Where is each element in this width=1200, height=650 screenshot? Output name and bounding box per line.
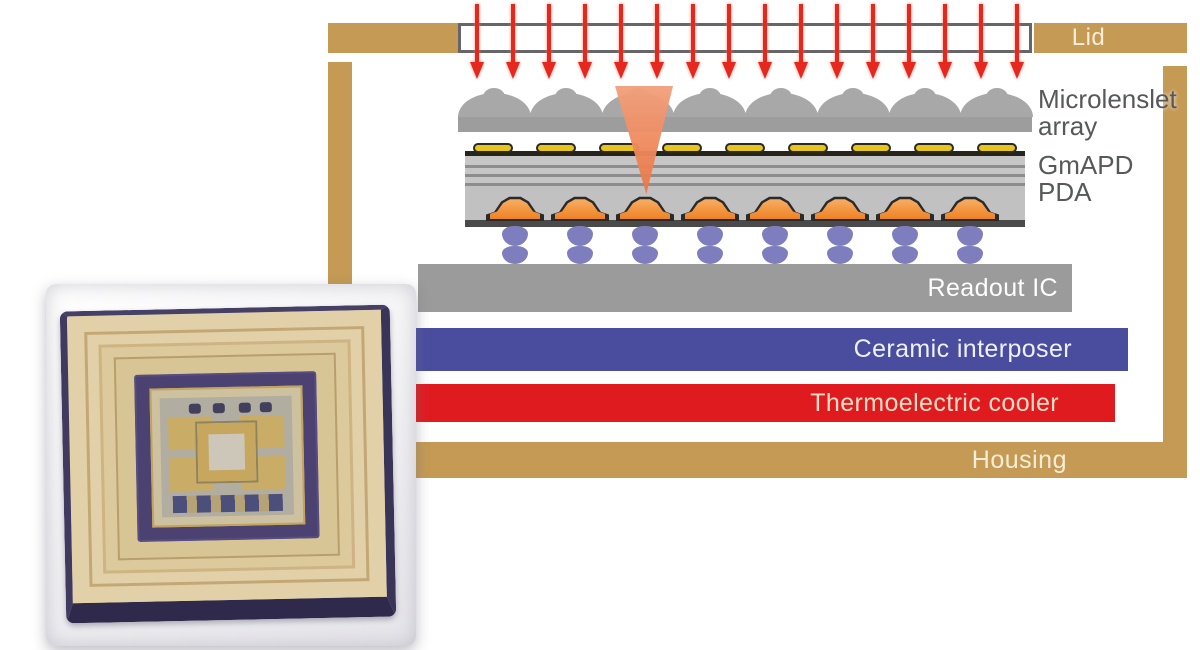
light-arrow xyxy=(902,4,916,84)
housing-label: Housing xyxy=(971,445,1067,474)
die-bond-pad-row xyxy=(172,493,284,513)
apd-mesa xyxy=(486,194,544,221)
light-arrow xyxy=(1010,4,1024,84)
light-arrow xyxy=(722,4,736,84)
indium-bump xyxy=(567,246,593,264)
contact-pad xyxy=(662,143,702,153)
lid-bar-right: Lid xyxy=(1034,23,1187,53)
indium-bump xyxy=(957,226,983,246)
lid-bar-left xyxy=(328,23,458,53)
light-arrow xyxy=(506,4,520,84)
light-arrow xyxy=(866,4,880,84)
ceramic-package xyxy=(59,304,397,624)
package-inner-frame xyxy=(134,371,320,542)
apd-mesa xyxy=(811,194,869,221)
light-arrow xyxy=(794,4,808,84)
apd-mesa xyxy=(941,194,999,221)
contact-pad xyxy=(977,143,1017,153)
contact-pad xyxy=(851,143,891,153)
contact-pad-row xyxy=(465,143,1025,154)
light-arrow xyxy=(758,4,772,84)
gmapd-pda-label: GmAPD PDA xyxy=(1038,150,1134,207)
thermoelectric-cooler-bar: Thermoelectric cooler xyxy=(402,384,1115,422)
pda-top-contact-line xyxy=(465,151,1025,156)
lid-label: Lid xyxy=(1071,24,1106,51)
indium-bump xyxy=(892,226,918,246)
indium-bump xyxy=(762,246,788,264)
indium-bump xyxy=(827,226,853,246)
pda-bottom-line xyxy=(465,220,1025,227)
housing-base-bar: Housing xyxy=(395,442,1187,478)
indium-bump xyxy=(632,226,658,246)
indium-bump xyxy=(502,246,528,264)
readout-ic-label: Readout IC xyxy=(927,273,1058,302)
die-feature-dot xyxy=(238,402,252,413)
lid-window xyxy=(458,23,1032,53)
light-arrow xyxy=(974,4,988,84)
apd-mesa xyxy=(681,194,739,221)
fpa-die xyxy=(160,395,294,518)
indium-bump xyxy=(502,226,528,246)
die-feature-dot xyxy=(189,403,202,414)
contact-pad xyxy=(725,143,765,153)
gmapd-pda-body xyxy=(465,156,1025,220)
apd-mesa xyxy=(616,194,674,221)
apd-mesa xyxy=(876,194,934,221)
indium-bump-rows xyxy=(0,0,1200,280)
indium-bump xyxy=(632,246,658,264)
microlenslet-array-label: Microlenslet array xyxy=(1038,84,1177,141)
indium-bump xyxy=(827,246,853,264)
light-arrow xyxy=(470,4,484,84)
package-cavity xyxy=(148,385,305,529)
light-arrow xyxy=(650,4,664,84)
light-arrow xyxy=(542,4,556,84)
apd-mesa-row xyxy=(0,0,1200,230)
readout-ic-bar: Readout IC xyxy=(418,264,1072,312)
contact-pad xyxy=(788,143,828,153)
indium-bump xyxy=(957,246,983,264)
contact-pad xyxy=(914,143,954,153)
contact-pad xyxy=(536,143,576,153)
ceramic-interposer-bar: Ceramic interposer xyxy=(395,328,1128,371)
apd-mesa xyxy=(551,194,609,221)
thermoelectric-cooler-label: Thermoelectric cooler xyxy=(810,388,1059,417)
ceramic-interposer-label: Ceramic interposer xyxy=(853,335,1072,363)
die-feature-dot xyxy=(259,401,272,413)
apd-mesa xyxy=(746,194,804,221)
indium-bump xyxy=(567,226,593,246)
light-arrow xyxy=(578,4,592,84)
light-arrow xyxy=(830,4,844,84)
microlens-substrate xyxy=(458,116,1032,132)
incident-light-arrows xyxy=(0,0,1200,100)
die-feature-dot xyxy=(212,402,225,413)
light-arrow xyxy=(686,4,700,84)
light-arrow xyxy=(614,4,628,84)
indium-bump xyxy=(762,226,788,246)
chip-package-photo xyxy=(46,284,416,646)
light-arrow xyxy=(938,4,952,84)
contact-pad xyxy=(473,143,513,153)
indium-bump xyxy=(892,246,918,264)
indium-bump xyxy=(697,226,723,246)
housing-wall-right xyxy=(1163,66,1187,478)
die-center-aperture xyxy=(197,422,257,482)
indium-bump xyxy=(697,246,723,264)
